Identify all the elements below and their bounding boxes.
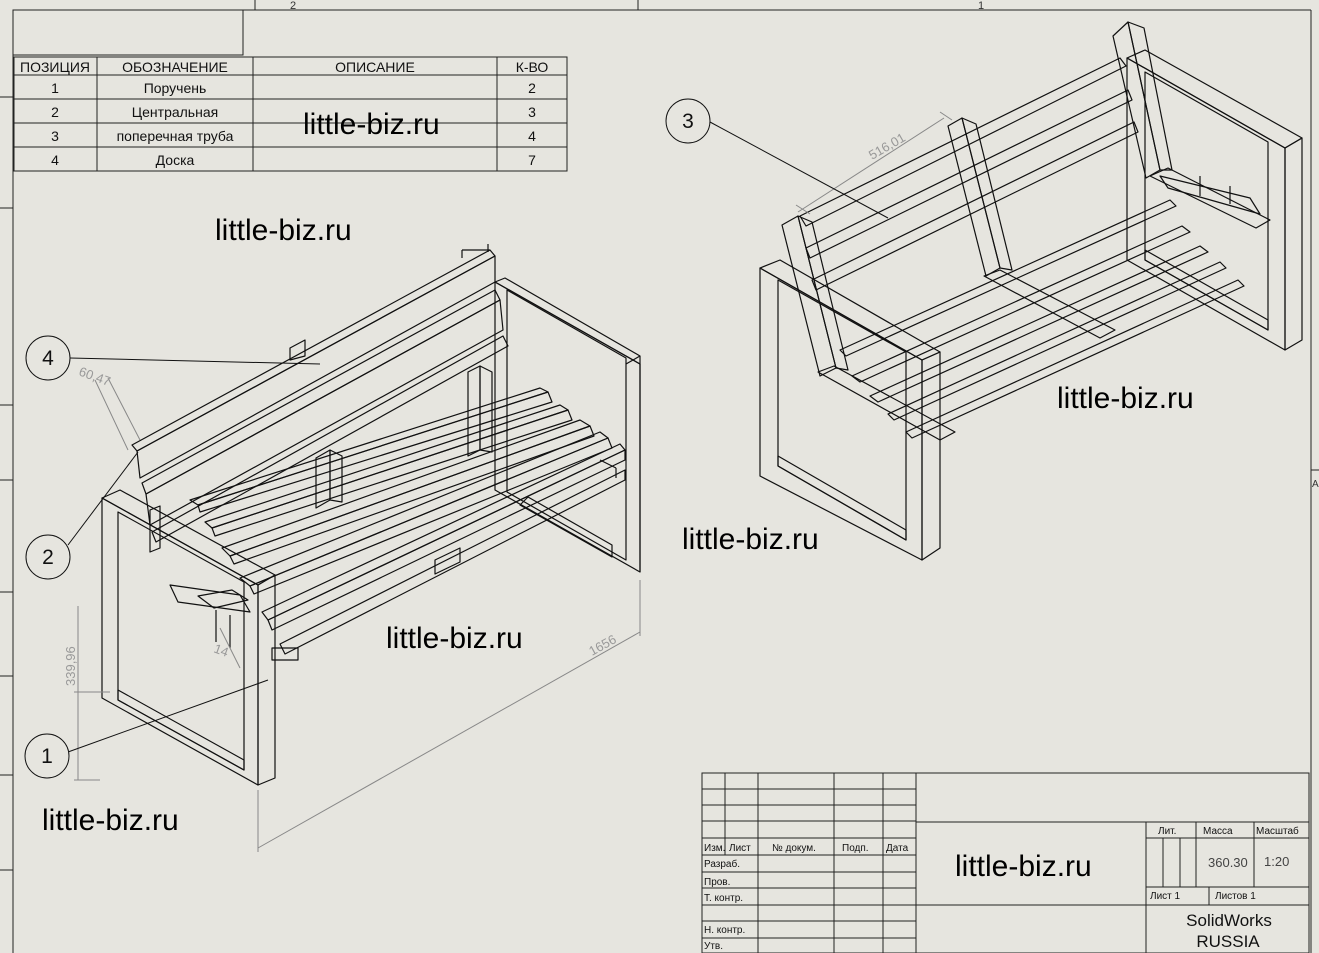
- balloon-leaders: [67, 121, 889, 753]
- balloon-3: 3: [665, 98, 711, 144]
- balloon-3-label: 3: [682, 110, 694, 133]
- watermark-center: little-biz.ru: [682, 523, 819, 556]
- balloon-2: 2: [25, 534, 71, 580]
- tb-label-tkontr: Т. контр.: [704, 893, 743, 904]
- tb-label-nkontr: Н. контр.: [704, 925, 745, 936]
- bom-header-qty: К-ВО: [516, 59, 549, 75]
- tb-company-line1: SolidWorks: [1186, 911, 1272, 930]
- bom-table: ПОЗИЦИЯ ОБОЗНАЧЕНИЕ ОПИСАНИЕ К-ВО 1 Пору…: [13, 56, 568, 172]
- watermark-table: little-biz.ru: [303, 108, 440, 141]
- tb-company-line2: RUSSIA: [1196, 932, 1260, 951]
- watermark-title-block: little-biz.ru: [955, 850, 1092, 883]
- balloon-4: 4: [25, 335, 71, 381]
- watermark-right-view: little-biz.ru: [1057, 382, 1194, 415]
- balloon-1-label: 1: [41, 745, 53, 768]
- watermark-front-view: little-biz.ru: [386, 622, 523, 655]
- dimension-depth: 60,47: [77, 364, 113, 389]
- bom-row-4-pos: 4: [51, 152, 59, 168]
- balloon-2-label: 2: [42, 546, 54, 569]
- bom-row-1-name: Поручень: [144, 80, 207, 96]
- bom-header-desc: ОПИСАНИЕ: [335, 59, 415, 75]
- tb-label-utv: Утв.: [704, 941, 723, 952]
- dimension-length: 1656: [586, 631, 619, 658]
- bench-view-rear: [759, 21, 1303, 561]
- bom-row-2-qty: 3: [528, 104, 536, 120]
- tb-sheets: Листов 1: [1215, 891, 1256, 902]
- tb-scale-value: 1:20: [1264, 854, 1289, 869]
- zone-label-a: A: [1312, 479, 1319, 490]
- watermark-bottom-left: little-biz.ru: [42, 804, 179, 837]
- bom-row-2-name: Центральная: [132, 104, 218, 120]
- bom-row-2-pos: 2: [51, 104, 59, 120]
- balloon-1: 1: [24, 733, 70, 779]
- tb-sheet: Лист 1: [1150, 891, 1181, 902]
- bom-row-1-pos: 1: [51, 80, 59, 96]
- tb-label-razrab: Разраб.: [704, 858, 740, 870]
- tb-label-izm: Изм.: [704, 843, 725, 854]
- bom-row-1-qty: 2: [528, 80, 536, 96]
- tb-mass-value: 360.30: [1208, 855, 1248, 870]
- watermark-top-left: little-biz.ru: [215, 214, 352, 247]
- tb-label-list: Лист: [729, 843, 751, 854]
- bom-row-4-qty: 7: [528, 152, 536, 168]
- title-block: Изм. Лист № докум. Подп. Дата Разраб. Пр…: [701, 772, 1310, 953]
- tb-label-doc: № докум.: [772, 843, 816, 854]
- balloon-4-label: 4: [42, 347, 54, 370]
- zone-label-2: 2: [290, 0, 296, 12]
- tb-label-mass: Масса: [1203, 826, 1233, 837]
- tb-label-prov: Пров.: [704, 877, 730, 888]
- dimension-height: 339,96: [63, 646, 78, 686]
- bom-row-3-qty: 4: [528, 128, 536, 144]
- bom-header-name: ОБОЗНАЧЕНИЕ: [122, 59, 228, 75]
- dimension-gap: 14: [212, 641, 231, 660]
- tb-label-sign: Подп.: [842, 843, 869, 854]
- bom-header-pos: ПОЗИЦИЯ: [20, 59, 90, 75]
- zone-label-1: 1: [978, 0, 984, 12]
- tb-label-date: Дата: [886, 843, 909, 854]
- bom-row-4-name: Доска: [156, 152, 195, 168]
- tb-label-scale: Масштаб: [1256, 825, 1299, 837]
- bench-view-front: [101, 244, 641, 786]
- bom-row-3-name: поперечная труба: [117, 128, 234, 144]
- tb-label-lit: Лит.: [1158, 826, 1176, 837]
- bom-row-3-pos: 3: [51, 128, 59, 144]
- dimension-lines: [74, 111, 953, 852]
- dimension-back-width: 516,01: [866, 130, 908, 163]
